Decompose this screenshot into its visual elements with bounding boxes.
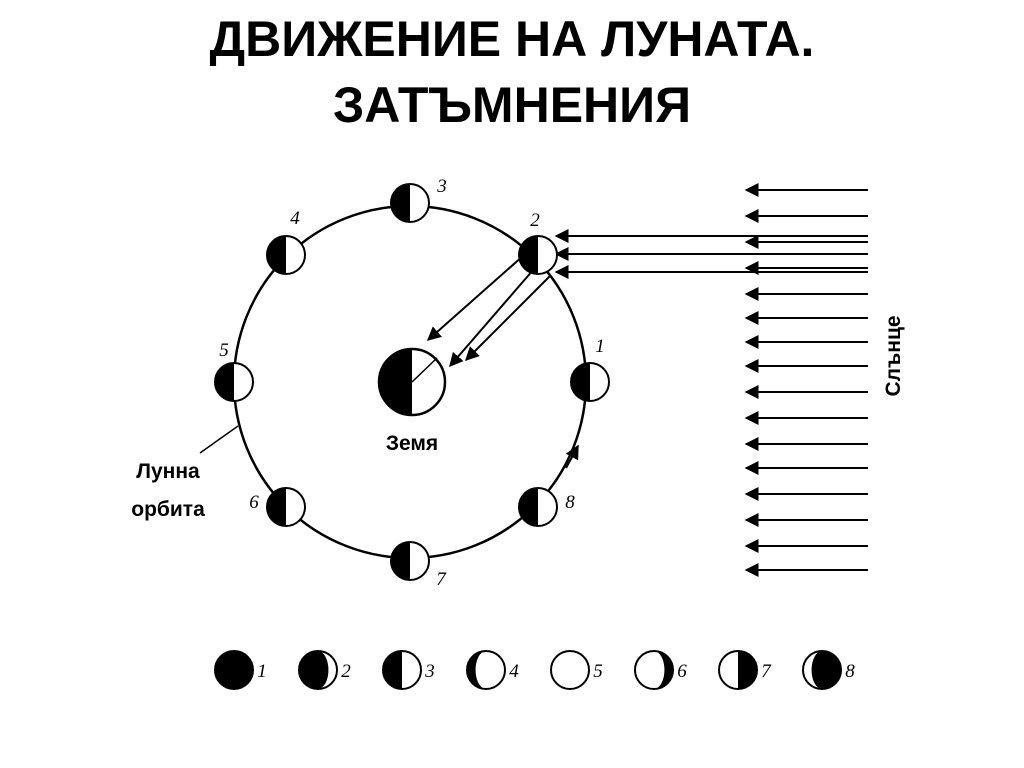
phase-first-quarter: [382, 650, 422, 690]
orbit-label-line-1: Лунна: [136, 460, 200, 483]
phase-number: 4: [509, 661, 519, 682]
orbit-moon-number: 4: [290, 208, 300, 229]
orbit-moon-4: [266, 235, 306, 275]
phase-full-moon: [550, 650, 590, 690]
orbit-moon-number: 5: [219, 340, 229, 361]
phase-number: 5: [593, 661, 603, 682]
orbit-moon-number: 3: [436, 176, 447, 197]
phase-last-quarter: [718, 650, 758, 690]
orbit-moon-number: 8: [565, 492, 575, 513]
orbit-moon-6: [266, 487, 306, 527]
orbit-moon-1: [570, 362, 610, 402]
phase-waxing-gibbous: [466, 650, 506, 690]
phase-row: 1 2 3 4 5 6 7 8: [214, 650, 855, 690]
earth: [377, 347, 447, 417]
phase-number: 8: [845, 661, 855, 682]
phase-number: 1: [257, 661, 267, 682]
phase-waning-crescent: [802, 650, 842, 690]
orbit-label-line-2: орбита: [131, 498, 205, 521]
moon-earth-rays: [426, 247, 551, 368]
phase-number: 6: [677, 661, 687, 682]
phase-waning-gibbous: [634, 650, 674, 690]
orbit-direction-arrow: [565, 444, 579, 469]
orbit-moon-number: 6: [249, 492, 259, 513]
orbit-moons: 1 2 3 4 5 6 7 8: [214, 176, 610, 590]
orbit-moon-7: [390, 541, 430, 581]
orbit-moon-3: [390, 183, 430, 223]
title-line-2: ЗАТЪМНЕНИЯ: [332, 77, 692, 133]
sun-label: Слънце: [882, 315, 905, 396]
orbit-moon-2: [518, 235, 558, 275]
phase-number: 7: [761, 661, 772, 682]
sun-rays: [554, 183, 868, 577]
earth-label: Земя: [386, 432, 438, 455]
page-title: ДВИЖЕНИЕ НА ЛУНАТА. ЗАТЪМНЕНИЯ: [0, 6, 1024, 138]
orbit-moon-number: 7: [436, 569, 447, 590]
orbit-moon-5: [214, 362, 254, 402]
phase-number: 2: [341, 661, 351, 682]
orbit-moon-number: 1: [595, 336, 605, 357]
orbit-moon-8: [518, 487, 558, 527]
phase-number: 3: [424, 661, 435, 682]
phase-new-moon: [214, 650, 254, 690]
phase-waxing-crescent: [298, 650, 338, 690]
title-line-1: ДВИЖЕНИЕ НА ЛУНАТА.: [209, 11, 815, 67]
orbit-moon-number: 2: [530, 210, 540, 231]
orbit-label-pointer: [199, 425, 239, 454]
